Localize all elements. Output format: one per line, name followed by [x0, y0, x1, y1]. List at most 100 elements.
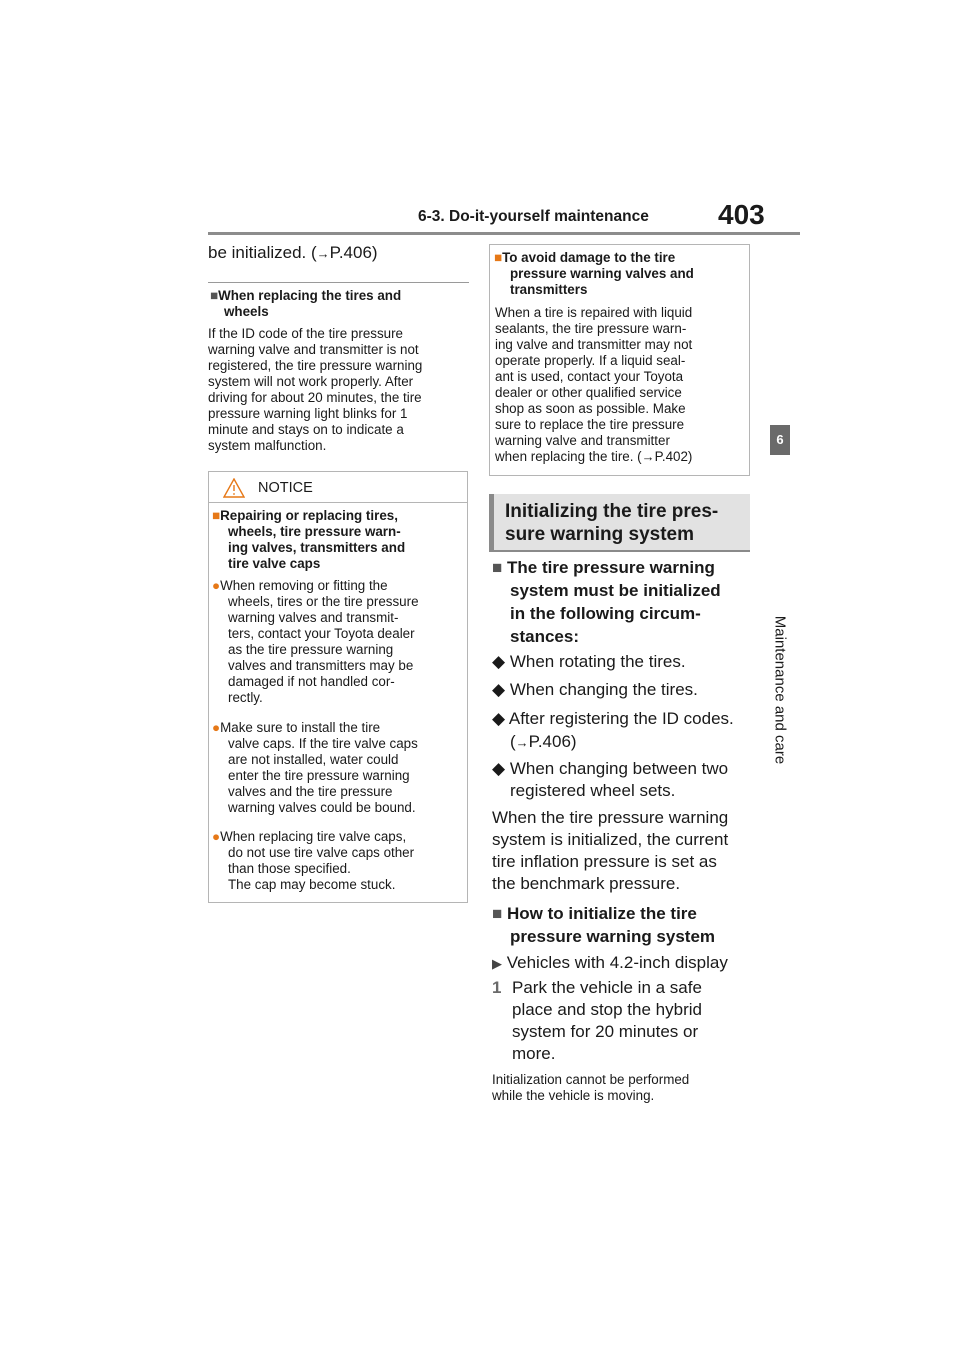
paragraph-line: system will not work properly. After: [208, 374, 414, 389]
subheading-line: pressure warning system: [510, 927, 716, 946]
diamond-bullet-icon: ◆: [492, 709, 506, 728]
initialization-paragraph: When the tire pressure warning system is…: [492, 807, 754, 895]
step-line: more.: [512, 1044, 556, 1063]
diamond-bullet-icon: ◆: [492, 652, 506, 671]
paragraph-line: system is initialized, the current: [492, 830, 729, 849]
info-box-body: When a tire is repaired with liquid seal…: [495, 305, 747, 465]
subheading-how-to-initialize: ■ How to initialize the tire pressure wa…: [492, 902, 754, 948]
section-heading: Initializing the tire pres- sure warning…: [505, 500, 745, 546]
notice-bullet: ●Make sure to install the tire valve cap…: [212, 720, 466, 816]
notice-heading-line: tire valve caps: [228, 556, 321, 571]
step-line: place and stop the hybrid: [512, 1000, 702, 1019]
info-box-line: shop as soon as possible. Make: [495, 401, 686, 416]
subheading-line: in the following circum-: [510, 604, 701, 623]
circumstance-item: ◆ When rotating the tires.: [492, 651, 754, 673]
arrow-right-icon: →: [316, 246, 330, 261]
subheading-line: When replacing the tires and: [218, 288, 402, 303]
page-number: 403: [718, 199, 765, 230]
warning-triangle-icon: [223, 478, 245, 498]
info-box-line: warning valve and transmitter: [495, 433, 670, 448]
intro-line: be initialized. (→P.406): [208, 242, 378, 265]
notice-bullet-line: damaged if not handled cor-: [228, 674, 395, 689]
step-line: Park the vehicle in a safe: [512, 978, 702, 997]
notice-bullet-line: wheels, tires or the tire pressure: [228, 594, 419, 609]
step-number: 1: [492, 978, 502, 997]
triangle-bullet-icon: ▶: [492, 956, 502, 971]
subheading-line: stances:: [510, 627, 579, 646]
notice-heading-line: wheels, tire pressure warn-: [228, 524, 401, 539]
circumstance-continuation: registered wheel sets.: [510, 781, 676, 800]
step-text: Park the vehicle in a safe place and sto…: [512, 977, 752, 1065]
info-box-line: when replacing the tire. (→P.402): [495, 449, 747, 465]
note-line: while the vehicle is moving.: [492, 1088, 655, 1103]
info-box-line: ant is used, contact your Toyota: [495, 369, 684, 384]
arrow-right-icon: →: [515, 735, 529, 750]
info-box-heading-line: pressure warning valves and: [510, 266, 694, 281]
circumstance-text: When changing between two: [509, 759, 729, 778]
notice-bullet-line: do not use tire valve caps other: [228, 845, 415, 860]
notice-bullet-line: rectly.: [228, 690, 263, 705]
notice-bullet-line: When removing or fitting the: [220, 578, 388, 593]
circumstance-item: ◆ When changing between two: [492, 758, 754, 780]
notice-bullet-line: valve caps. If the tire valve caps: [228, 736, 418, 751]
subheading-initialize-circumstances: ■ The tire pressure warning system must …: [492, 556, 754, 648]
circle-bullet-icon: ●: [212, 720, 221, 735]
info-box-line: ing valve and transmitter may not: [495, 337, 693, 352]
info-box-line: operate properly. If a liquid seal-: [495, 353, 686, 368]
notice-heading-line: ing valves, transmitters and: [228, 540, 406, 555]
arrow-right-icon: →: [641, 449, 655, 464]
paragraph-line: registered, the tire pressure warning: [208, 358, 423, 373]
subheading-line: wheels: [224, 304, 269, 319]
circumstance-item: ◆ After registering the ID codes.: [492, 708, 754, 730]
notice-bullet: ●When replacing tire valve caps, do not …: [212, 829, 466, 893]
circumstance-page-ref: P.406): [528, 732, 577, 751]
circle-bullet-icon: ●: [212, 578, 221, 593]
paragraph-line: system malfunction.: [208, 438, 327, 453]
circle-bullet-icon: ●: [212, 829, 221, 844]
notice-bullet-line: as the tire pressure warning: [228, 642, 394, 657]
notice-bullet-line: enter the tire pressure warning: [228, 768, 410, 783]
info-box-page-ref: P.402): [654, 449, 693, 464]
info-box-line: dealer or other qualified service: [495, 385, 682, 400]
section-heading-box: [489, 494, 750, 552]
circumstance-item: ◆ When changing the tires.: [492, 679, 754, 701]
replacing-tires-paragraph: If the ID code of the tire pressure warn…: [208, 326, 470, 454]
display-note-text: Vehicles with 4.2-inch display: [506, 953, 728, 972]
circumstance-text: When changing the tires.: [509, 680, 698, 699]
initialization-note: Initialization cannot be performed while…: [492, 1072, 754, 1104]
subsection-divider: [208, 282, 469, 283]
square-bullet-icon: ■: [494, 250, 503, 265]
square-bullet-icon: ■: [492, 558, 503, 577]
notice-box: [208, 471, 468, 903]
info-box-line: sure to replace the tire pressure: [495, 417, 685, 432]
notice-bullet-line: valves and transmitters may be: [228, 658, 414, 673]
info-box-line-text: when replacing the tire. (: [495, 449, 642, 464]
info-box-line: When a tire is repaired with liquid: [495, 305, 693, 320]
display-note: ▶ Vehicles with 4.2-inch display: [492, 952, 754, 975]
info-box-heading-line: transmitters: [510, 282, 588, 297]
chapter-title-tab: Maintenance and care: [771, 615, 789, 765]
section-heading-line: Initializing the tire pres-: [505, 501, 719, 522]
info-box: [489, 244, 750, 476]
diamond-bullet-icon: ◆: [492, 680, 506, 699]
paragraph-line: If the ID code of the tire pressure: [208, 326, 404, 341]
notice-bullet-line: valves and the tire pressure: [228, 784, 393, 799]
paragraph-line: When the tire pressure warning: [492, 808, 729, 827]
intro-page-ref: P.406): [329, 243, 378, 262]
subheading-line: system must be initialized: [510, 581, 721, 600]
square-bullet-icon: ■: [212, 508, 221, 523]
square-bullet-icon: ■: [210, 288, 219, 303]
section-header: 6-3. Do-it-yourself maintenance: [418, 208, 649, 225]
info-box-line: sealants, the tire pressure warn-: [495, 321, 687, 336]
note-line: Initialization cannot be performed: [492, 1072, 690, 1087]
notice-bullet-line: warning valves and transmit-: [228, 610, 399, 625]
circumstance-text: After registering the ID codes.: [508, 709, 734, 728]
step-line: system for 20 minutes or: [512, 1022, 699, 1041]
diamond-bullet-icon: ◆: [492, 759, 506, 778]
intro-text: be initialized. (: [208, 243, 317, 262]
paragraph-line: minute and stays on to indicate a: [208, 422, 404, 437]
subheading-line: How to initialize the tire: [507, 904, 697, 923]
notice-heading: ■Repairing or replacing tires, wheels, t…: [212, 508, 466, 572]
notice-bullet: ●When removing or fitting the wheels, ti…: [212, 578, 466, 706]
circumstance-ref: (→P.406): [510, 732, 577, 751]
